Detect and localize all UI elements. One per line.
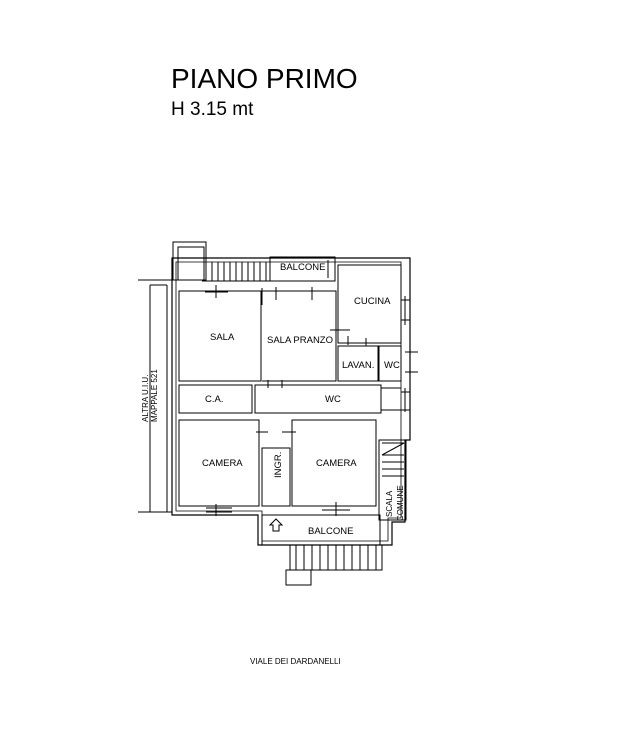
balcony-bottom-outline <box>261 514 381 546</box>
label-lavanderia: LAVAN. <box>342 360 374 371</box>
room-lavanderia <box>337 345 379 382</box>
stair-landing-bottom <box>285 569 312 586</box>
room-ca <box>178 384 253 414</box>
room-ingresso <box>261 447 291 507</box>
label-wc-corridor: WC <box>325 394 341 405</box>
label-ca: C.A. <box>205 394 223 405</box>
neighbor-label-line2: MAPPALE 521 <box>150 369 159 422</box>
plan-title: PIANO PRIMO <box>171 63 358 94</box>
street-label: VIALE DEI DARDANELLI <box>250 657 341 666</box>
walls <box>138 241 418 586</box>
label-camera-right: CAMERA <box>316 458 357 469</box>
plan-subtitle: H 3.15 mt <box>171 99 254 120</box>
room-sala <box>178 290 262 382</box>
label-balcone-top: BALCONE <box>280 262 325 273</box>
label-ingresso: INGR. <box>273 452 284 478</box>
scala-comune-outline <box>378 439 407 521</box>
room-wc-small <box>378 345 402 382</box>
balcony-top-outline <box>269 256 336 282</box>
label-camera-left: CAMERA <box>202 458 243 469</box>
label-sala-pranzo: SALA PRANZO <box>267 335 333 346</box>
room-wc-corridor <box>254 384 382 414</box>
room-camera-left <box>178 419 260 507</box>
label-scala: SCALA <box>385 490 394 517</box>
neighbor-label-line1: ALTRA U.I.U. <box>141 375 150 422</box>
label-sala: SALA <box>210 332 235 343</box>
label-comune: COMUNE <box>396 485 405 521</box>
label-cucina: CUCINA <box>354 296 391 307</box>
room-cucina <box>337 264 402 344</box>
label-wc-small: WC <box>384 360 400 371</box>
entry-arrow-icon <box>268 518 284 532</box>
label-balcone-bottom: BALCONE <box>308 526 353 537</box>
